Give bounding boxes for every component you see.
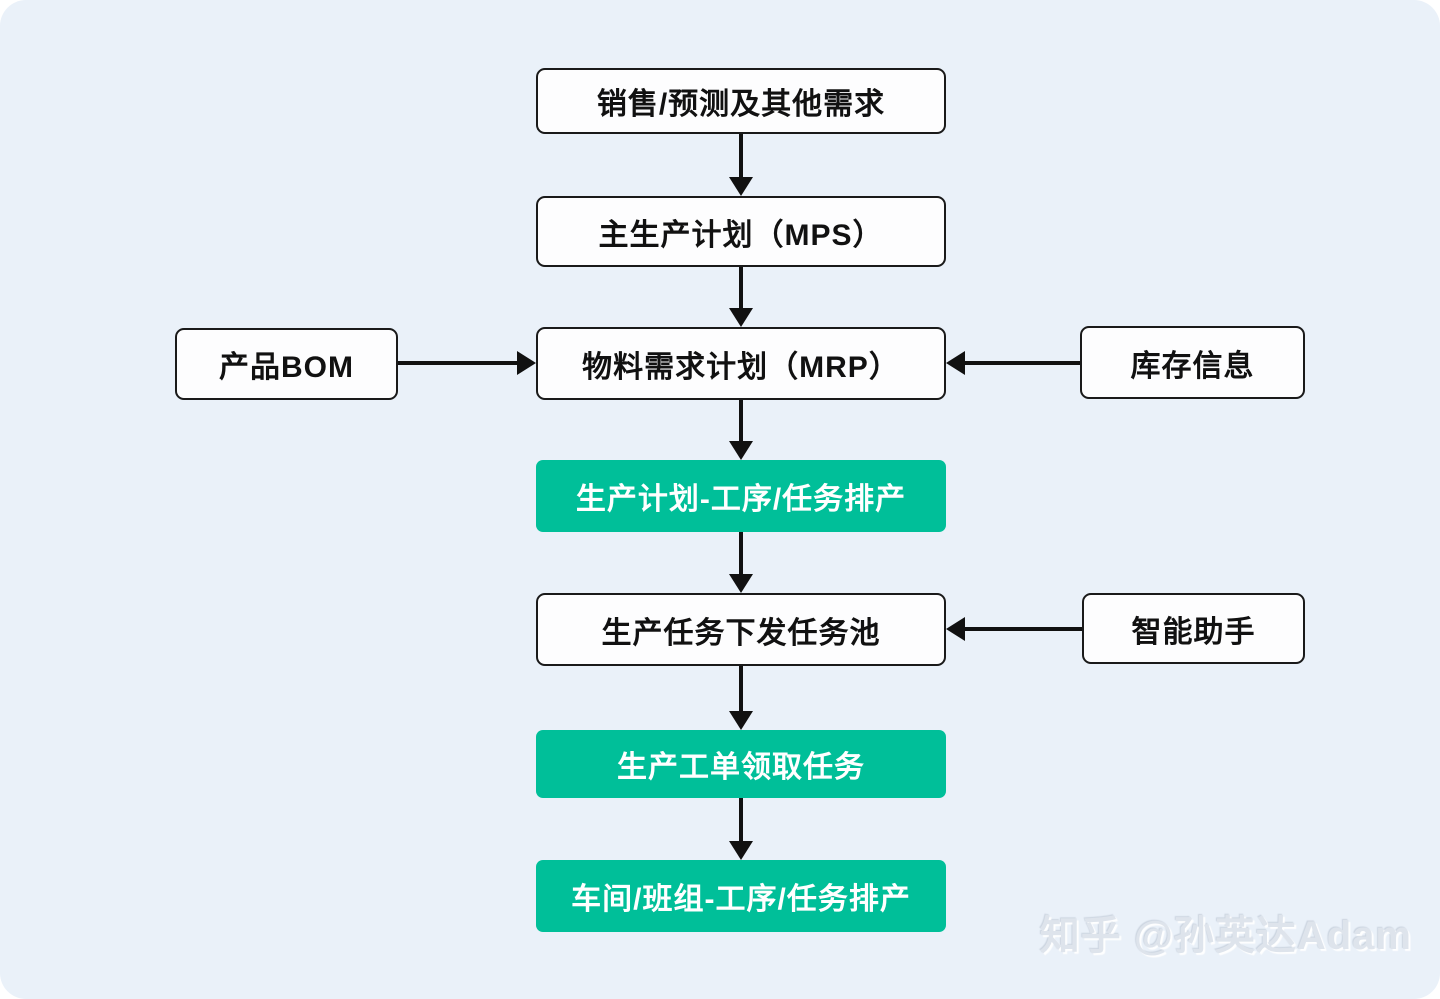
arrow-sales-to-mps [729,134,753,196]
node-production-plan-scheduling: 生产计划-工序/任务排产 [536,460,946,532]
node-sales-forecast-demand: 销售/预测及其他需求 [536,68,946,134]
node-workshop-team-scheduling: 车间/班组-工序/任务排产 [536,860,946,932]
zhihu-watermark: 知乎 @孙英达Adam [1039,914,1412,958]
arrow-workorder-to-workshop [729,798,753,860]
arrow-plan-to-taskpool [729,532,753,593]
node-task-pool: 生产任务下发任务池 [536,593,946,666]
node-smart-assistant: 智能助手 [1082,593,1305,664]
arrow-taskpool-to-workorder [729,666,753,730]
arrow-mps-to-mrp [729,267,753,327]
arrow-mrp-to-plan [729,400,753,460]
node-inventory-info: 库存信息 [1080,326,1305,399]
arrow-assistant-to-taskpool [946,617,1082,641]
node-product-bom: 产品BOM [175,328,398,400]
node-work-order-claim-task: 生产工单领取任务 [536,730,946,798]
arrow-bom-to-mrp [398,351,536,375]
node-material-requirements-planning: 物料需求计划（MRP） [536,327,946,400]
arrow-inventory-to-mrp [946,351,1080,375]
node-master-production-schedule: 主生产计划（MPS） [536,196,946,267]
